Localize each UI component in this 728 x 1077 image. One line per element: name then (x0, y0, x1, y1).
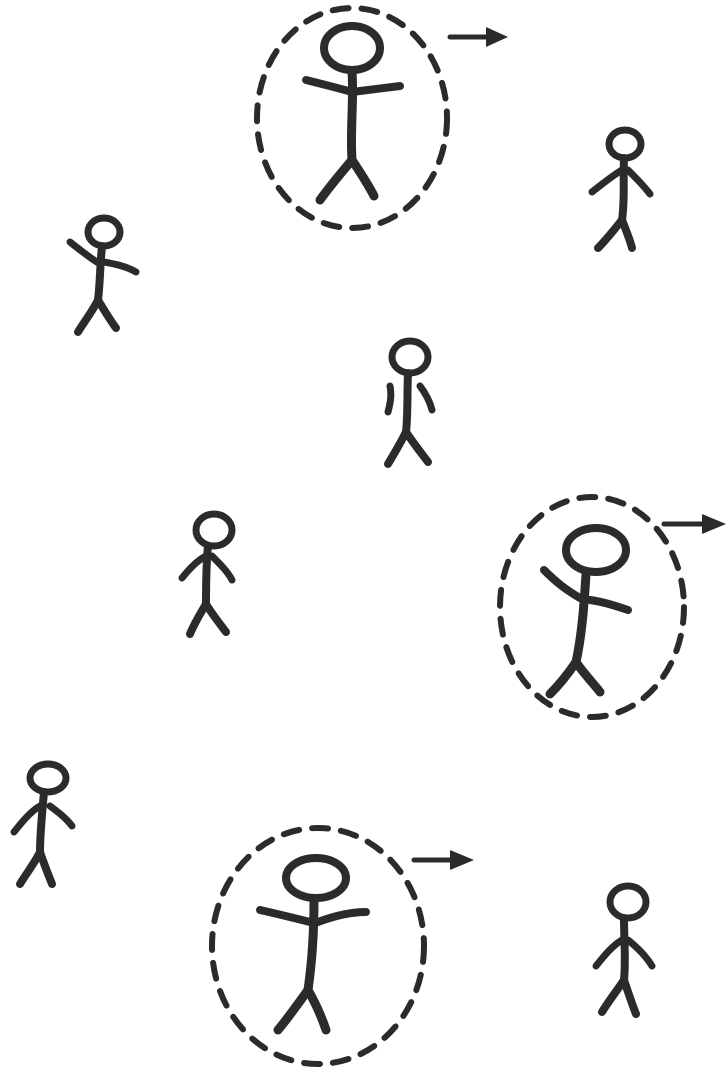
stick-figure (596, 886, 652, 1014)
person-icon (260, 858, 366, 1030)
stick-figure (592, 130, 650, 248)
stick-figure (182, 514, 232, 634)
stick-figure (14, 764, 72, 884)
stick-figure-highlighted (212, 828, 474, 1064)
arrow-right-icon (450, 27, 508, 47)
stick-figure (388, 341, 432, 464)
arrow-right-icon (414, 850, 474, 870)
stick-figure-highlighted (500, 497, 726, 717)
person-icon (306, 26, 400, 200)
arrow-right-icon (664, 514, 726, 534)
stick-figure (70, 218, 136, 332)
stick-figure-highlighted (257, 8, 508, 228)
dashed-highlight-circle (212, 828, 424, 1064)
person-icon (544, 528, 628, 694)
